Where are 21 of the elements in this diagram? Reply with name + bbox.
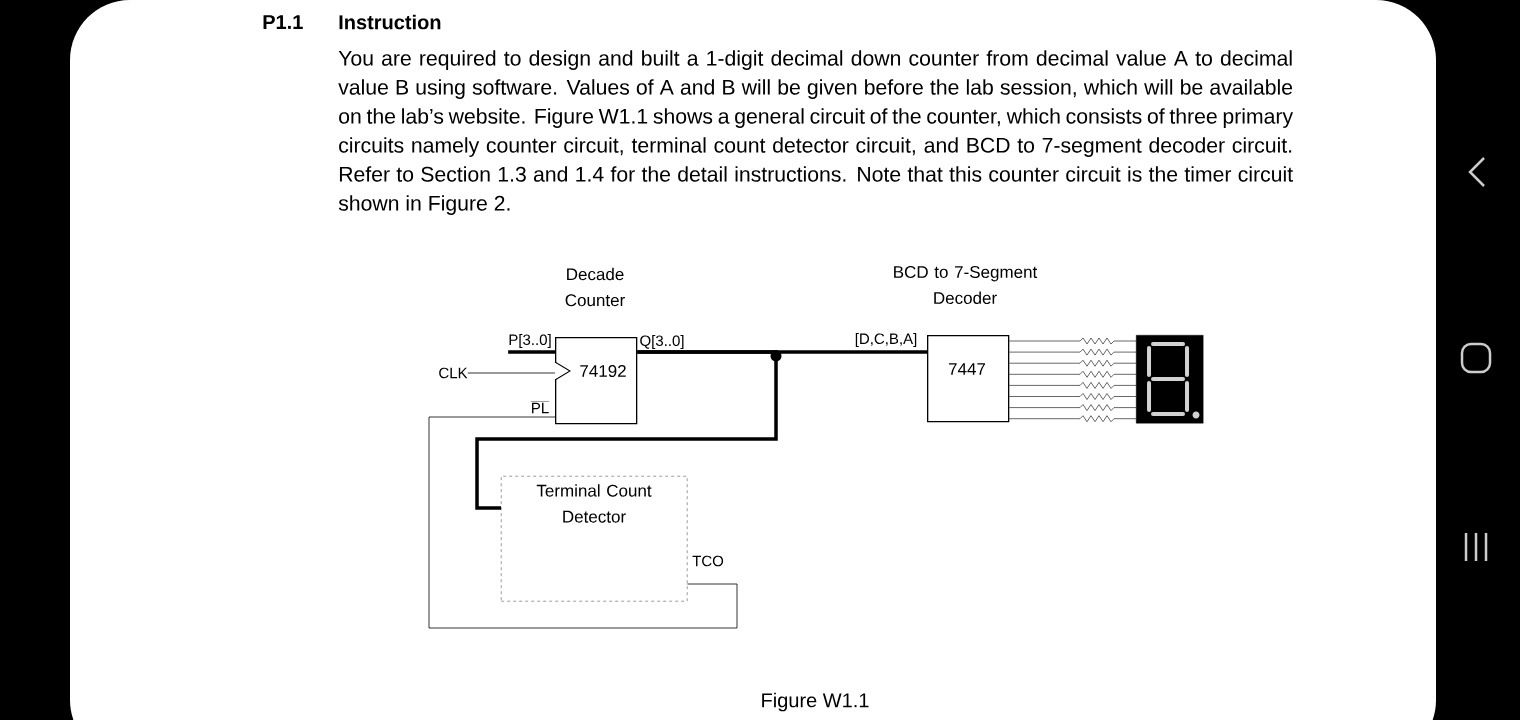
dashed-box: Terminal Count Detector TCO (501, 476, 724, 602)
wire (508, 350, 555, 354)
seven-segment-display (1136, 335, 1204, 424)
signal-label: P[3..0] (509, 334, 551, 348)
paragraph: You are required to design and built a 1-digit decimal down counter from decimal value A to decimal value B using software. Values of A and B will be given before the lab session, which will be available on the lab’s website. Figure W1.1 shows a general circuit of the counter, which consists of three primary circuits namely counter circuit, terminal count detector circuit, and BCD to 7-segment decoder circuit. Refer to Section 1.3 and 1.4 for the detail instructions. Note that this counter circuit is the timer circuit shown in Figure 2. (338, 50, 1294, 215)
signal-label: CLK (439, 367, 468, 379)
heading: Instruction (339, 14, 441, 30)
pin-label: PL (530, 401, 550, 414)
wire (1009, 337, 1137, 422)
caption: Figure W1.1 (762, 692, 869, 712)
pin-label: [D,C,B,A] (855, 333, 917, 347)
block-heading: Decade Counter (565, 267, 625, 307)
section-number: P1.1 (263, 15, 303, 29)
ic-box: 74192 (554, 337, 638, 425)
wire (428, 416, 738, 629)
wire (475, 350, 778, 510)
block-heading: BCD to 7-Segment Decoder (894, 266, 1038, 305)
pin-label: Q[3..0] (640, 335, 684, 349)
node-label: TCO (692, 555, 724, 567)
ic-box: 7447 (927, 335, 1010, 423)
wire (467, 372, 556, 374)
